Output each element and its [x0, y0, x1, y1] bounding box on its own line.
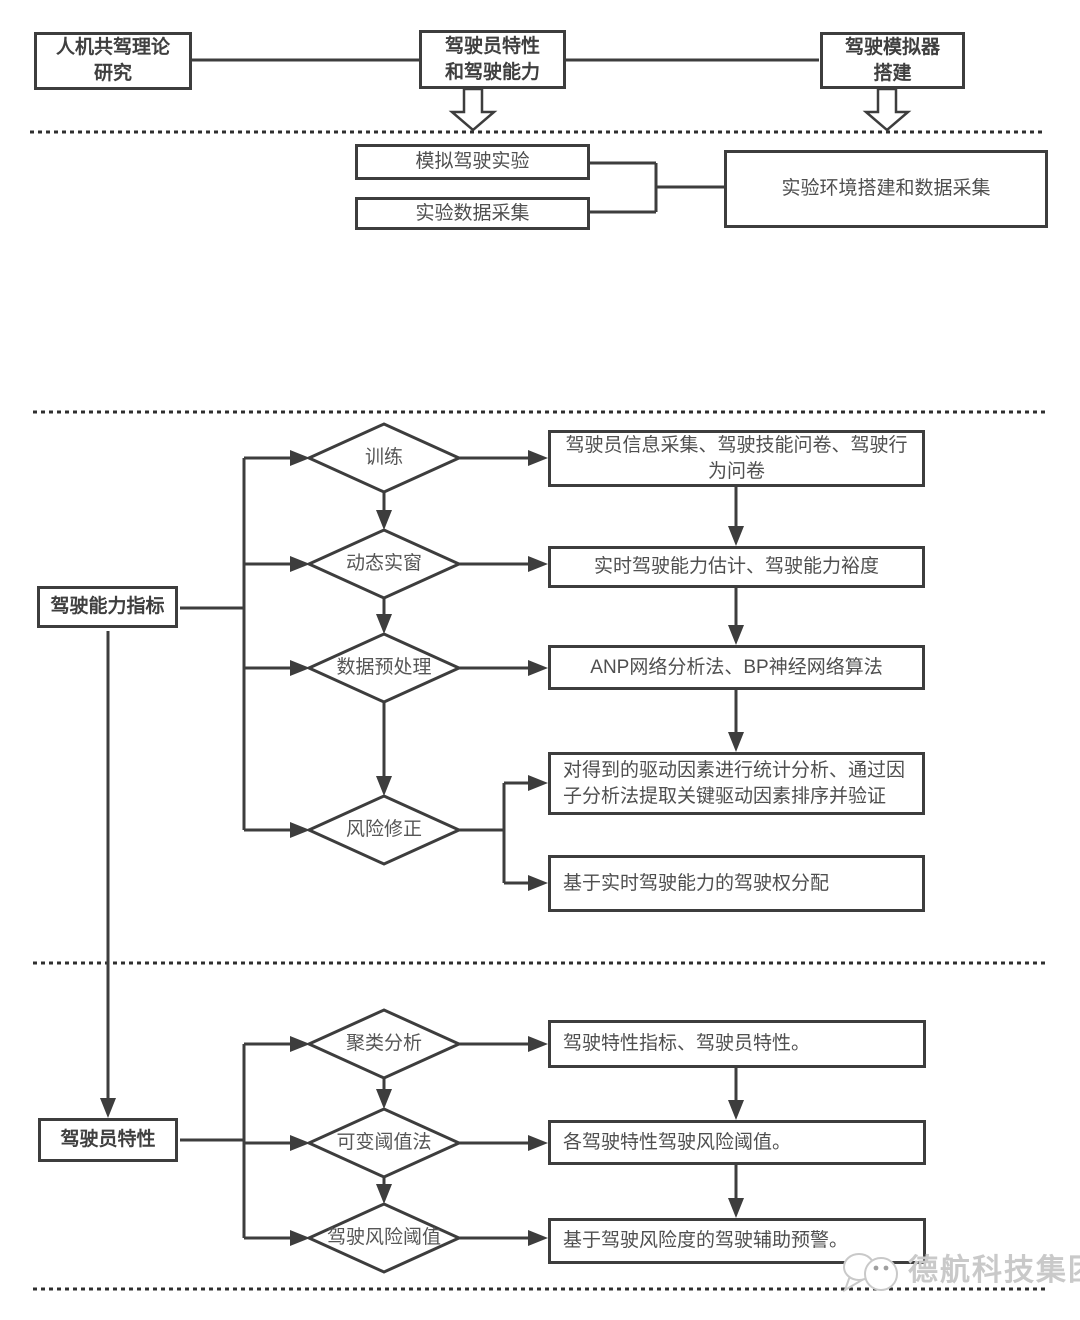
box-driver-info-questionnaires: 驾驶员信息采集、驾驶技能问卷、驾驶行为问卷: [548, 430, 925, 487]
connector-lines: [106, 58, 819, 1240]
arrowheads-down: [100, 510, 744, 1218]
box-driving-factor-statistics: 对得到的驱动因素进行统计分析、通过因子分析法提取关键驱动因素排序并验证: [548, 752, 925, 815]
diamond-variable-threshold: [305, 1107, 463, 1179]
box-driving-capability-index: 驾驶能力指标: [37, 586, 178, 628]
company-logo-icon: [843, 1253, 898, 1293]
box-driving-authority-allocation: 基于实时驾驶能力的驾驶权分配: [548, 855, 925, 912]
diamond-label-cluster-analysis: 聚类分析: [345, 1033, 422, 1054]
box-environment-and-data: 实验环境搭建和数据采集: [724, 150, 1048, 228]
hollow-down-arrows: [448, 87, 912, 132]
diamond-label-training: 训练: [364, 447, 403, 468]
box-theory-research: 人机共驾理论 研究: [34, 32, 192, 90]
hollow-arrow-icon: [448, 87, 498, 132]
diamond-data-preprocess: [305, 632, 463, 704]
diamond-dynamic-window: [305, 528, 463, 600]
box-simulated-driving-experiment: 模拟驾驶实验: [355, 144, 590, 180]
box-driving-simulator: 驾驶模拟器 搭建: [820, 32, 965, 89]
box-realtime-capability-estimation: 实时驾驶能力估计、驾驶能力裕度: [548, 546, 925, 588]
diamond-label-data-preprocess: 数据预处理: [336, 657, 432, 678]
diamond-cluster-analysis: [305, 1008, 463, 1080]
box-risk-thresholds: 各驾驶特性驾驶风险阈值。: [548, 1120, 926, 1165]
box-experiment-data-collection: 实验数据采集: [355, 197, 590, 230]
hollow-arrow-icon: [862, 87, 912, 132]
diamond-label-driving-risk-threshold: 驾驶风险阈值: [326, 1227, 441, 1248]
decision-diamonds: [305, 422, 463, 1274]
diamond-label-dynamic-window: 动态实窗: [345, 553, 422, 574]
box-driver-characteristics-capability: 驾驶员特性 和驾驶能力: [419, 30, 566, 89]
box-driver-characteristics: 驾驶员特性: [38, 1118, 178, 1162]
diamond-driving-risk-threshold: [305, 1202, 463, 1274]
box-anp-bp-algorithms: ANP网络分析法、BP神经网络算法: [548, 645, 925, 690]
arrowheads-right: [290, 450, 548, 1246]
section-divider-lines: [30, 130, 1046, 1291]
watermark-text: 德航科技集团: [908, 1254, 1080, 1287]
box-characteristic-indexes: 驾驶特性指标、驾驶员特性。: [548, 1020, 926, 1068]
diamond-training: [305, 422, 463, 494]
diamond-label-risk-correction: 风险修正: [345, 819, 422, 840]
watermark: 德航科技集团: [838, 1246, 1080, 1296]
diamond-label-variable-threshold: 可变阈值法: [336, 1132, 432, 1153]
diamond-risk-correction: [305, 794, 463, 866]
